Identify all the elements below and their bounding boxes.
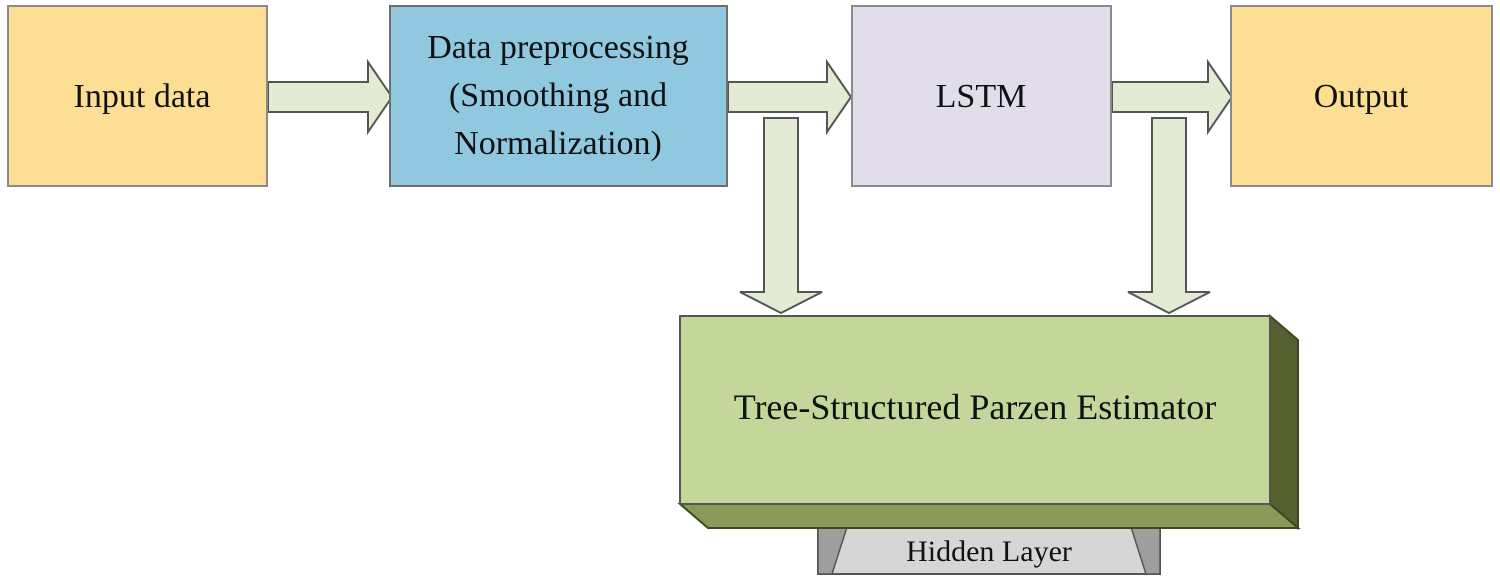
node-hidden-layer: Hidden Layer <box>817 523 1161 575</box>
arrow-lstm-to-output <box>1111 58 1234 136</box>
node-tpe: Tree-Structured Parzen Estimator <box>677 313 1301 531</box>
node-data-preprocessing: Data preprocessing (Smoothing and Normal… <box>389 5 728 187</box>
node-input-data: Input data <box>7 5 268 187</box>
node-lstm: LSTM <box>851 5 1112 187</box>
preprocessing-label-line-1: Data preprocessing <box>427 29 689 66</box>
node-output: Output <box>1230 5 1493 187</box>
hidden-layer-label: Hidden Layer <box>906 535 1072 568</box>
tpe-label: Tree-Structured Parzen Estimator <box>734 387 1217 427</box>
arrow-lstm-to-tpe <box>1127 117 1211 315</box>
lstm-label: LSTM <box>936 78 1027 115</box>
output-label: Output <box>1314 78 1409 115</box>
arrow-input-to-preprocessing <box>267 58 394 136</box>
preprocessing-label-line-2: (Smoothing and <box>449 77 667 114</box>
preprocessing-label-line-3: Normalization) <box>454 125 662 162</box>
arrow-preprocessing-to-lstm <box>727 58 853 136</box>
input-data-label: Input data <box>74 78 211 115</box>
arrow-preprocessing-to-tpe <box>739 117 823 315</box>
